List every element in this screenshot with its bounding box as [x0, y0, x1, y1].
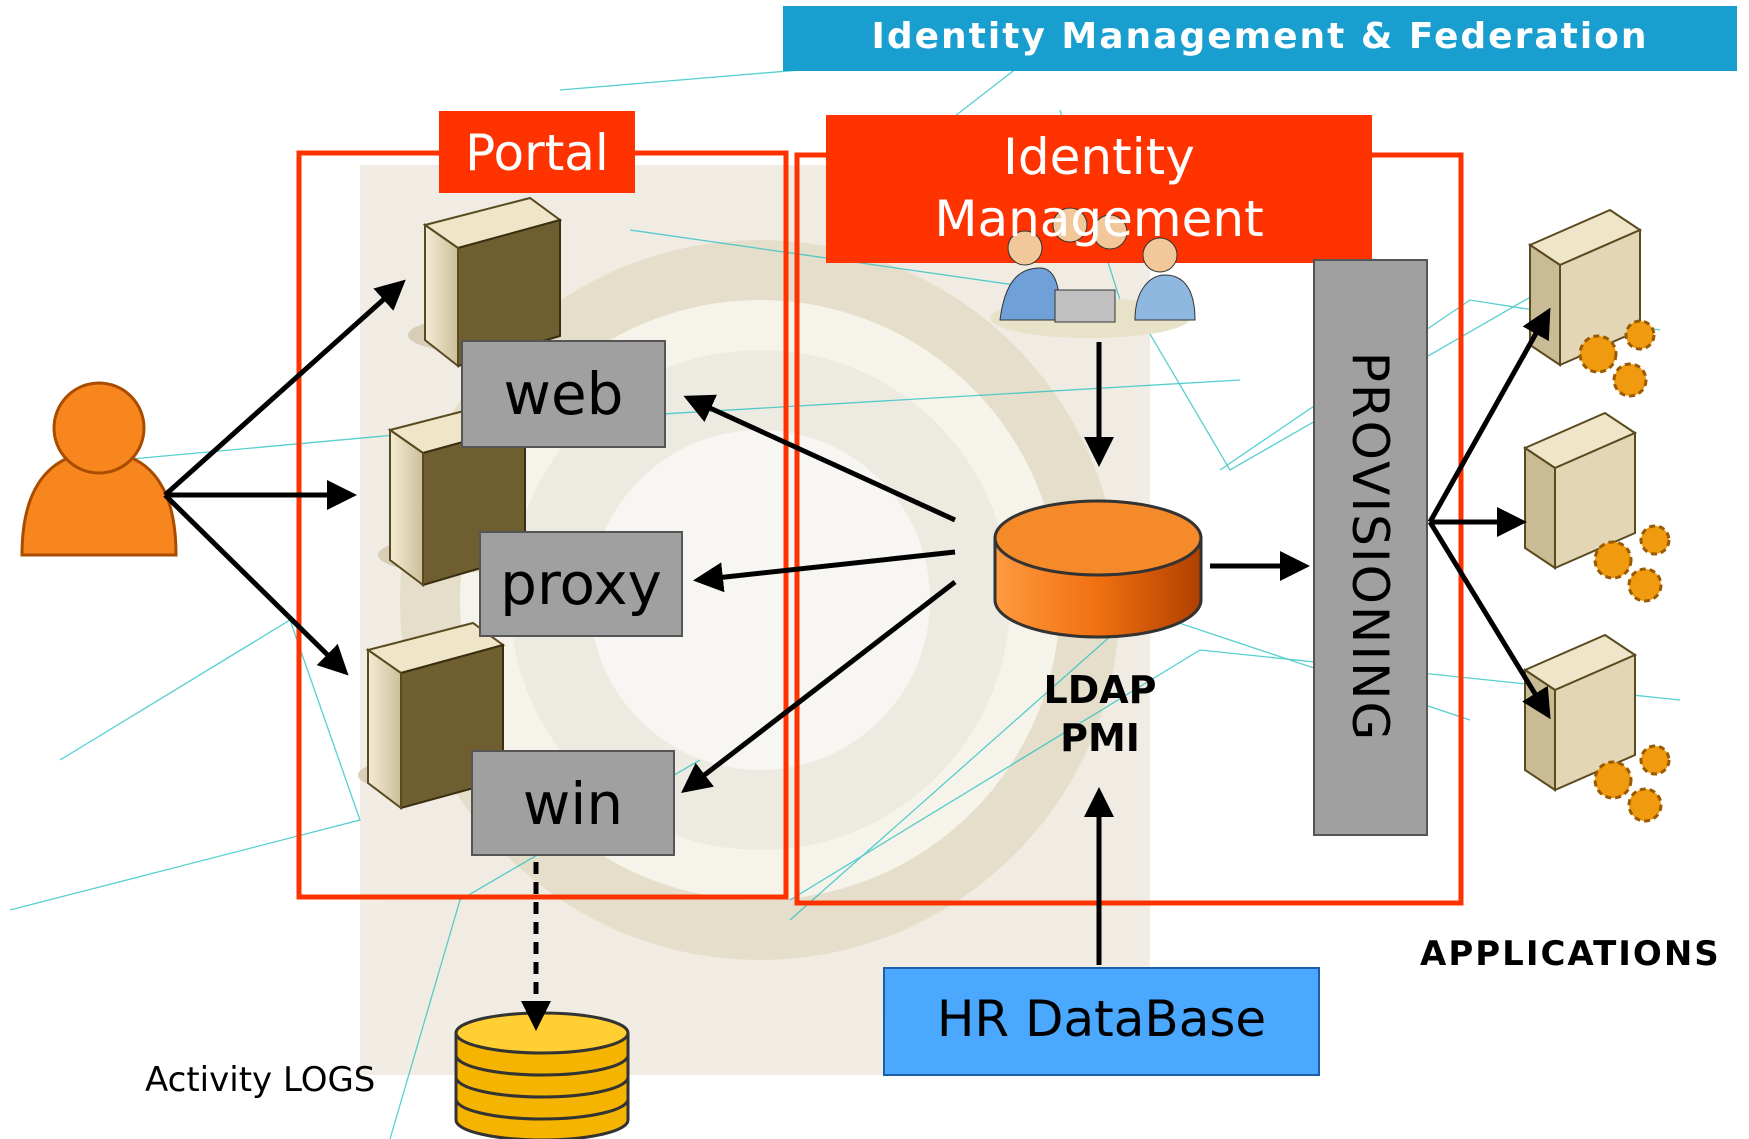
gear-icon: [1578, 319, 1656, 398]
user-icon: [20, 381, 178, 557]
flow-arrows: [163, 279, 1551, 1031]
portal-title: Portal: [465, 124, 609, 182]
ldap-label: LDAP: [1043, 668, 1157, 712]
server-icon: [408, 196, 563, 369]
identity-management-title-line1: Identity: [1003, 128, 1195, 186]
applications-label: APPLICATIONS: [1420, 934, 1721, 974]
web-label-box: [461, 340, 666, 448]
provisioning-label: PROVISIONING: [1341, 351, 1399, 743]
application-server-icon: [1522, 411, 1638, 570]
identity-management-title-line2: Management: [934, 190, 1264, 248]
proxy-server-label: proxy: [500, 550, 662, 618]
activity-log-database-icon: [454, 1011, 630, 1139]
team-meeting-icon: [990, 207, 1196, 338]
ldap-directory-icon: [993, 499, 1203, 639]
win-server-label: win: [522, 770, 624, 838]
gear-icon: [1593, 524, 1671, 603]
web-server-label: web: [503, 360, 624, 428]
gear-icon: [1593, 744, 1671, 823]
hr-database-label: HR DataBase: [936, 990, 1267, 1048]
federation-banner: [783, 6, 1737, 71]
federation-banner-title: Identity Management & Federation: [871, 16, 1649, 57]
activity-logs-label: Activity LOGS: [145, 1060, 376, 1100]
portal-title-box: [439, 111, 635, 193]
provisioning-bar: [1313, 259, 1428, 836]
win-label-box: [471, 750, 675, 856]
hr-database-box: [883, 967, 1320, 1076]
pmi-label: PMI: [1060, 716, 1140, 760]
proxy-label-box: [479, 531, 683, 637]
